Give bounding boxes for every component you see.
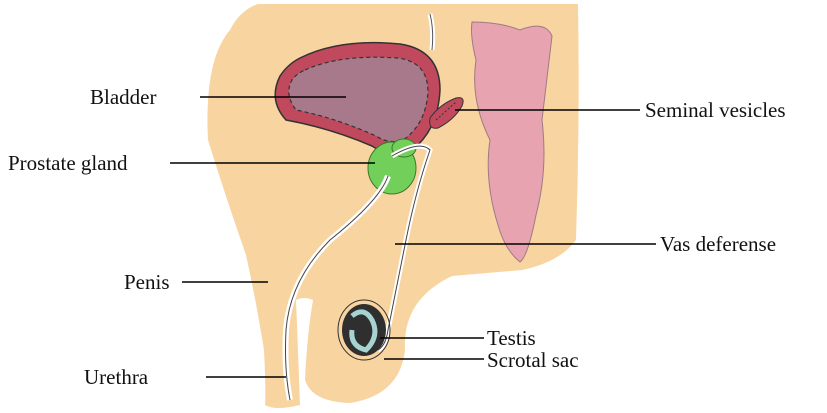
penis-label: Penis [124,270,170,294]
urethra-label: Urethra [84,365,148,389]
seminal-vesicles-label: Seminal vesicles [645,98,786,122]
bladder-label: Bladder [90,85,156,109]
scrotal-sac-label: Scrotal sac [487,348,579,372]
vas-deferens-label: Vas deferense [660,232,776,256]
testis-label: Testis [487,326,536,350]
prostate-gland-label: Prostate gland [8,151,128,175]
